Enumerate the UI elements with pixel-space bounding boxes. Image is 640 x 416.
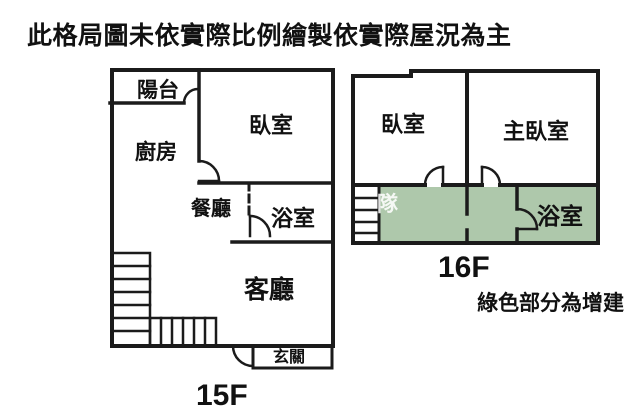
bath-door-arc [248, 214, 272, 238]
floor-label-15f: 15F [196, 379, 248, 412]
bath-door-arc-16f [515, 207, 539, 231]
room-label-dining: 餐廳 [191, 198, 231, 220]
master-door-arc [480, 165, 502, 187]
bedroom-door-arc [197, 159, 221, 183]
outer-wall-15f [110, 68, 335, 348]
room-label-living: 客廳 [244, 276, 295, 304]
room-label-bath-16f: 浴室 [537, 203, 583, 229]
bedroom-door-arc-16f [423, 165, 445, 187]
stairs-vertical-15f [110, 251, 152, 348]
room-label-bath-15f: 浴室 [271, 206, 316, 231]
addition-green-area [379, 187, 596, 241]
floorplan-15f [108, 68, 335, 370]
room-label-bedroom-16f: 臥室 [381, 112, 426, 137]
room-label-master-bedroom: 主臥室 [503, 119, 570, 144]
stairs-16f [353, 185, 381, 245]
room-label-balcony: 陽台 [137, 79, 179, 102]
entry-door-arc [231, 344, 255, 368]
room-label-bedroom-15f: 臥室 [249, 113, 294, 138]
outer-wall-16f [351, 69, 600, 245]
room-label-kitchen: 廚房 [135, 141, 177, 164]
addition-note: 綠色部分為增建 [477, 292, 624, 315]
disclaimer-title: 此格局圖未依實際比例繪製依實際屋況為主 [27, 22, 512, 50]
balcony-door-arc [182, 87, 200, 105]
stairs-horizontal-15f [148, 316, 218, 348]
watermark-text: 隊 [377, 193, 398, 216]
room-label-entry: 玄關 [273, 349, 306, 366]
floor-label-16f: 16F [438, 251, 490, 284]
floorplan-16f [351, 69, 600, 245]
